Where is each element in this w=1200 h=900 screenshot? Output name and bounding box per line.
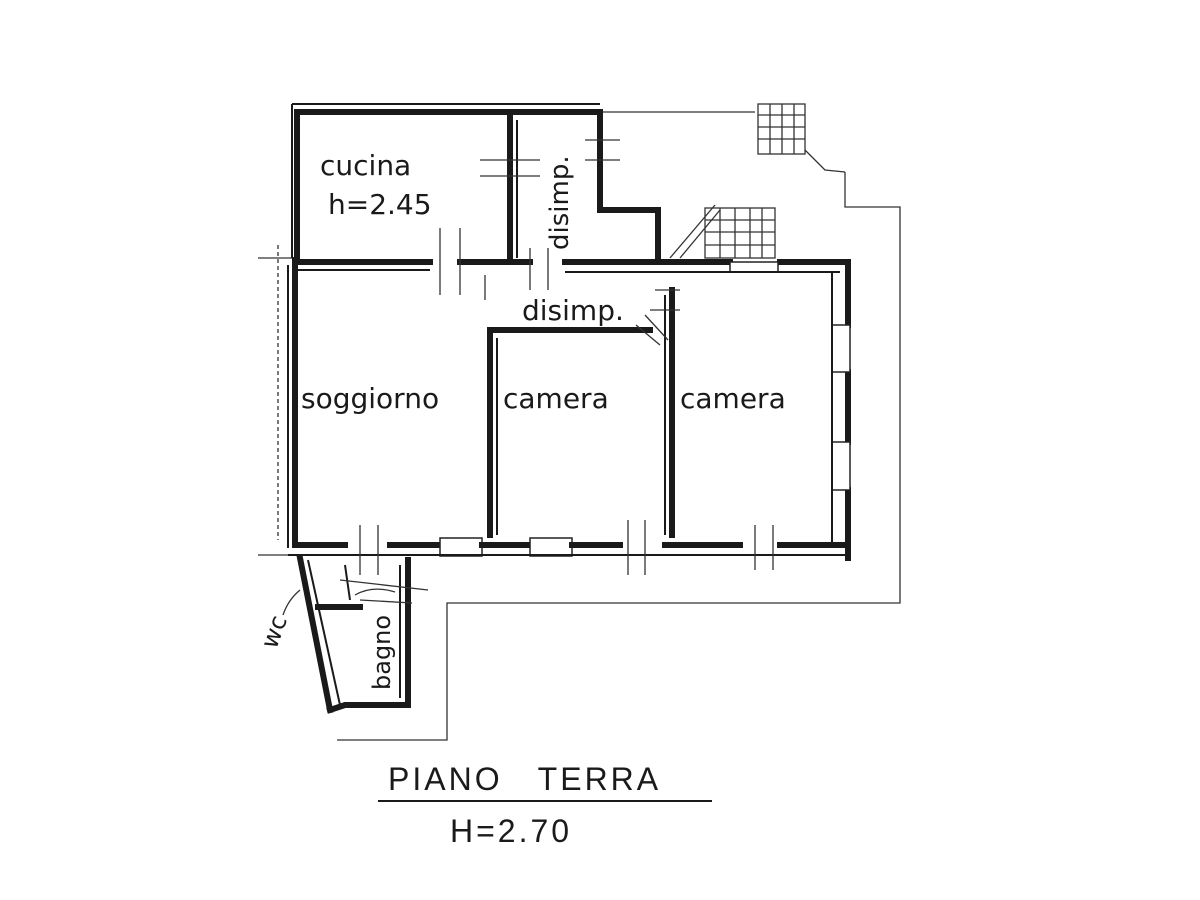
main-walls (287, 228, 851, 575)
room-label-camera-right: camera (680, 382, 786, 415)
room-label-wc: wc (255, 612, 293, 652)
room-label-disimp-horizontal: disimp. (522, 294, 624, 327)
kitchen-walls (291, 103, 661, 261)
room-label-cucina: cucina (320, 149, 411, 182)
room-height-cucina: h=2.45 (328, 188, 432, 221)
room-label-camera-center: camera (503, 382, 609, 415)
property-boundary (258, 111, 901, 741)
plan-title: PIANO TERRA (388, 761, 661, 797)
room-label-bagno: bagno (368, 615, 396, 690)
staircase (669, 103, 846, 259)
bathroom-walls (282, 554, 429, 714)
room-label-disimp-vertical: disimp. (545, 155, 575, 250)
room-label-soggiorno: soggiorno (301, 382, 439, 415)
plan-height: H=2.70 (450, 813, 572, 849)
